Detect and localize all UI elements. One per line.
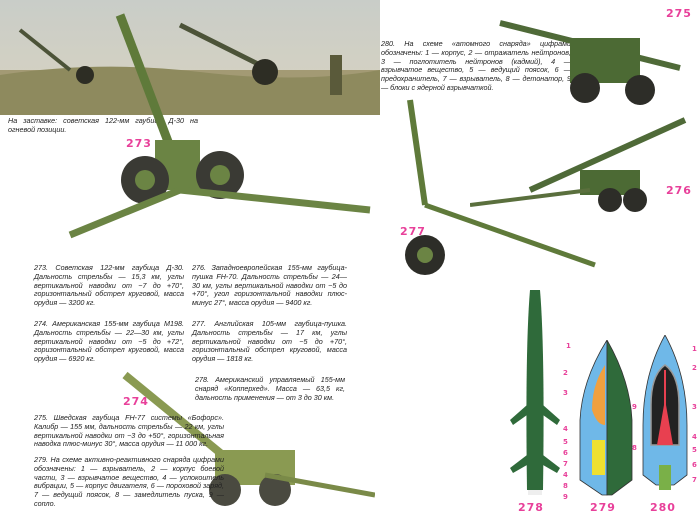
caption-278: 278. Американский управляемый 155-мм сна… — [195, 375, 345, 402]
label-280-part: 4 — [692, 433, 698, 441]
caption-280: 280. На схеме «атомного снаряда» цифрами… — [381, 39, 571, 92]
howitzer-fh70-illustration — [470, 117, 687, 212]
caption-274: 274. Американская 155-мм гаубица M198. Д… — [34, 319, 184, 364]
label-280-part: 1 — [692, 345, 698, 353]
figure-number-278: 278 — [518, 501, 544, 514]
copperhead-projectile-illustration — [510, 290, 560, 495]
label-280-part: 3 — [692, 403, 698, 411]
label-280-part: 8 — [632, 444, 638, 452]
label-279-part: 4 — [563, 425, 569, 433]
label-279-part: 9 — [563, 493, 569, 501]
figure-number-275-top: 275 — [666, 7, 692, 20]
label-280-part: 7 — [692, 476, 698, 484]
rocket-assisted-projectile-diagram — [579, 340, 633, 496]
howitzer-105mm-illustration — [405, 99, 596, 275]
label-279-part: 8 — [563, 482, 569, 490]
caption-276: 276. Западноевропейская 155-мм гаубица-п… — [192, 263, 347, 308]
caption-277: 277. Английская 105-мм гаубица-пушка. Да… — [192, 319, 347, 364]
label-279-part: 2 — [563, 369, 569, 377]
figure-number-277: 277 — [400, 225, 426, 238]
caption-275: 275. Шведская гаубица FH-77 системы «Боф… — [34, 413, 224, 449]
figure-number-280: 280 — [650, 501, 676, 514]
label-280-part: 5 — [692, 446, 698, 454]
label-279-part: 5 — [563, 438, 569, 446]
howitzer-d30-illustration — [68, 13, 371, 239]
figure-number-279: 279 — [590, 501, 616, 514]
howitzer-m198-illustration — [122, 371, 375, 506]
caption-279: 279. На схеме активно-реактивного снаряд… — [34, 455, 224, 508]
figure-number-273: 273 — [126, 137, 152, 150]
label-280-part: 9 — [632, 403, 638, 411]
label-279-part: 3 — [563, 389, 569, 397]
cover-scene-illustration — [0, 0, 380, 115]
atomic-shell-diagram — [642, 335, 688, 490]
label-280-part: 6 — [692, 461, 698, 469]
label-279-part: 1 — [566, 342, 572, 350]
label-279-part: 7 — [563, 460, 569, 468]
figure-number-274: 274 — [123, 395, 149, 408]
caption-273: 273. Советская 122-мм гаубица Д-30. Даль… — [34, 263, 184, 308]
cover-caption: На заставке: советская 122-мм гаубица Д-… — [8, 116, 198, 134]
label-280-part: 2 — [692, 364, 698, 372]
label-279-part: 4 — [563, 471, 569, 479]
figure-number-276: 276 — [666, 184, 692, 197]
howitzer-fh77-illustration — [499, 20, 681, 105]
label-279-part: 6 — [563, 449, 569, 457]
